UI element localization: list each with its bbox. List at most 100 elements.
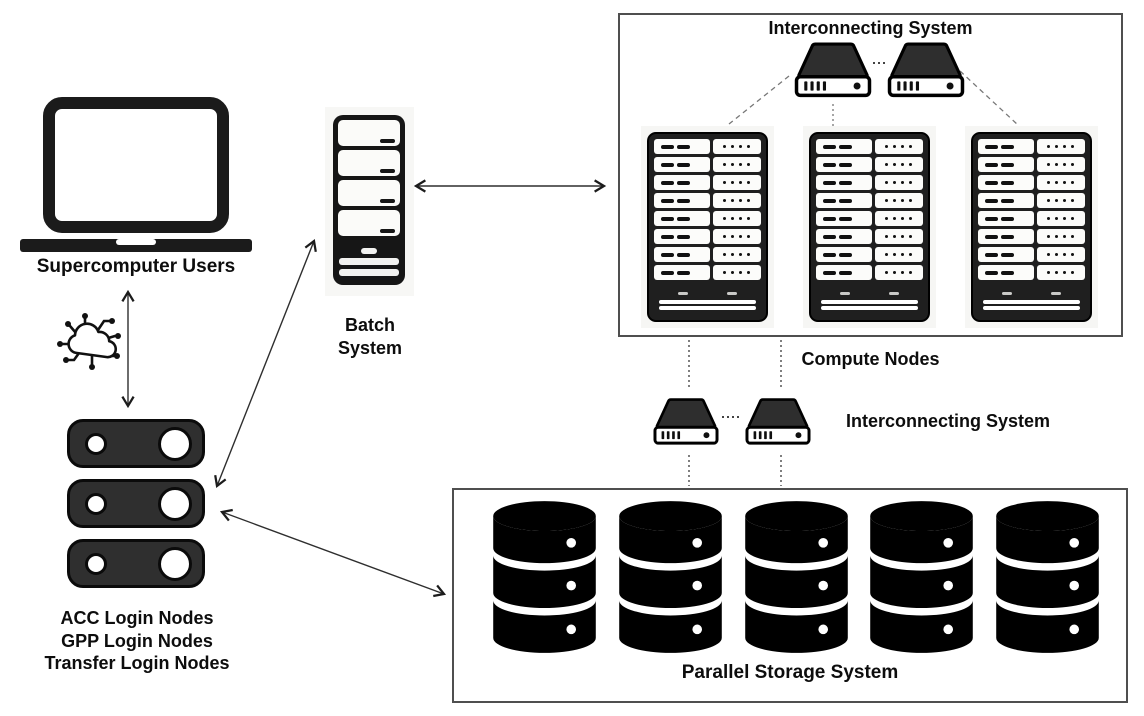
rack-slot-right: [712, 247, 761, 262]
database-icon: [870, 501, 974, 653]
rack-slot-right: [874, 139, 923, 154]
switch-icon: [887, 42, 965, 98]
cloud-network-icon: [57, 313, 121, 370]
rack-slot-row: [978, 139, 1085, 154]
rack-slot-row: [654, 139, 761, 154]
arrow-login-storage: [219, 508, 447, 598]
rack-base-dash: [840, 292, 850, 295]
tower-vent-bar: [339, 258, 399, 265]
interconnect-top-label: Interconnecting System: [768, 18, 973, 38]
rack-slot-left: [654, 265, 710, 280]
rack-slot-right: [1036, 175, 1085, 190]
rack-slot-right: [712, 229, 761, 244]
rack-slot-left: [978, 211, 1034, 226]
compute-rack-row: [641, 126, 1098, 328]
rack-slot-row: [816, 139, 923, 154]
rack-slot-left: [978, 175, 1034, 190]
interconnect-top-switches: [794, 41, 965, 100]
database-icon: [493, 501, 596, 653]
rack-slot-left: [816, 139, 872, 154]
rack-slot-right: [712, 265, 761, 280]
rack-slot-right: [874, 211, 923, 226]
rack-slot-row: [654, 229, 761, 244]
login-label-line-1: ACC Login Nodes: [60, 608, 214, 628]
storage-stack-row: [488, 499, 1104, 655]
rack-base-bar: [821, 300, 918, 310]
rack-slot-row: [978, 157, 1085, 172]
rack-slot-left: [654, 229, 710, 244]
login-nodes-label: ACC Login Nodes GPP Login Nodes Transfer…: [17, 607, 257, 675]
rack-slot-row: [978, 265, 1085, 280]
login-node-icon: [67, 479, 205, 528]
rack-slot-left: [816, 157, 872, 172]
rack-slot-row: [654, 157, 761, 172]
interconnect-mid-label: Interconnecting System: [845, 411, 1051, 431]
rack-slot-left: [654, 211, 710, 226]
rack-slot-right: [1036, 211, 1085, 226]
login-node-icon: [67, 539, 205, 588]
rack-base-dash: [1002, 292, 1012, 295]
rack-slot-right: [712, 139, 761, 154]
rack-slot-left: [978, 265, 1034, 280]
rack-slot-left: [654, 175, 710, 190]
rack-slot-row: [978, 211, 1085, 226]
database-icon: [996, 501, 1099, 653]
rack-slot-right: [1036, 157, 1085, 172]
rack-slot-left: [816, 175, 872, 190]
pill-big-circle: [158, 486, 192, 521]
rack-slot-row: [816, 265, 923, 280]
pill-small-circle: [85, 432, 107, 455]
rack-slot-row: [816, 229, 923, 244]
rack-base: [654, 283, 761, 314]
switch-icon: [794, 42, 872, 98]
pill-small-circle: [85, 492, 107, 515]
rack-slot-left: [816, 265, 872, 280]
rack-slot-row: [654, 265, 761, 280]
rack-backdrop: [641, 126, 774, 328]
rack-slot-right: [874, 175, 923, 190]
rack-slot-right: [1036, 229, 1085, 244]
rack-slot-row: [978, 247, 1085, 262]
rack-slot-left: [816, 211, 872, 226]
rack-slot-row: [816, 211, 923, 226]
drive-bay-dash: [380, 199, 395, 203]
pill-big-circle: [158, 426, 192, 461]
login-node-icon: [67, 419, 205, 468]
login-label-line-2: GPP Login Nodes: [61, 630, 213, 651]
rack-icon: [647, 132, 768, 322]
compute-nodes-box: [618, 13, 1123, 337]
rack-slot-right: [712, 211, 761, 226]
rack-slot-left: [816, 247, 872, 262]
rack-slot-left: [978, 247, 1034, 262]
rack-slot-row: [654, 193, 761, 208]
pill-small-circle: [85, 552, 107, 575]
drive-bay-dash: [380, 139, 395, 143]
login-label-line-3: Transfer Login Nodes: [44, 653, 230, 673]
rack-slot-right: [874, 247, 923, 262]
rack-slot-left: [978, 193, 1034, 208]
rack-slot-row: [816, 157, 923, 172]
rack-slot-right: [1036, 139, 1085, 154]
tower-drive-bay: [338, 180, 400, 206]
rack-base: [978, 283, 1085, 314]
tower-drive-bay: [338, 210, 400, 236]
tower-drive-bay: [338, 150, 400, 176]
rack-slot-row: [654, 211, 761, 226]
login-node-stack: [67, 419, 205, 588]
rack-slot-right: [712, 193, 761, 208]
rack-icon: [809, 132, 930, 322]
rack-base-dash: [889, 292, 899, 295]
rack-backdrop: [965, 126, 1098, 328]
rack-slot-left: [654, 157, 710, 172]
rack-slot-right: [1036, 193, 1085, 208]
rack-slot-left: [816, 193, 872, 208]
compute-nodes-label: Compute Nodes: [801, 349, 940, 369]
rack-slot-right: [1036, 247, 1085, 262]
rack-slot-left: [816, 229, 872, 244]
database-icon: [618, 501, 722, 653]
rack-slot-row: [816, 193, 923, 208]
rack-slot-row: [978, 193, 1085, 208]
rack-base-dash: [1051, 292, 1061, 295]
rack-slot-right: [874, 229, 923, 244]
